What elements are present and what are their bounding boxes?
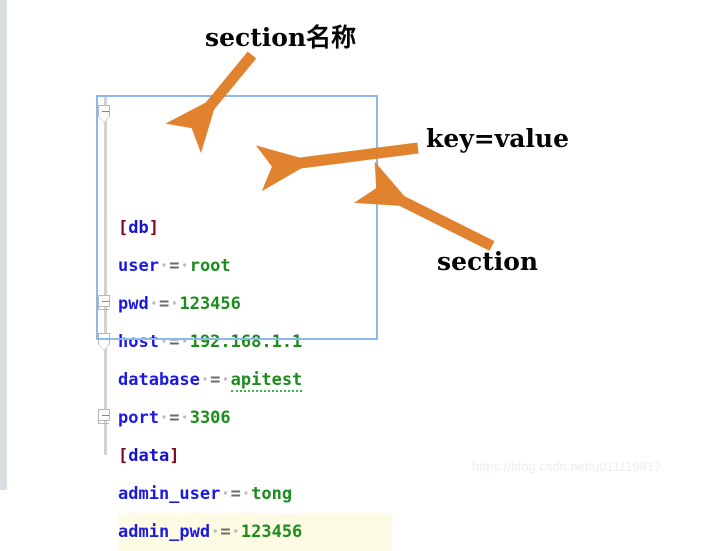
code-line-pair[interactable]: host·=·192.168.1.1 — [118, 323, 392, 361]
config-key: user — [118, 256, 159, 276]
whitespace-dot: · — [179, 256, 190, 276]
whitespace-dot: · — [179, 332, 190, 352]
config-key: host — [118, 332, 159, 352]
fold-collapse-icon[interactable] — [98, 333, 113, 351]
code-line-pair[interactable]: user·=·root — [118, 247, 392, 285]
code-line-section[interactable]: [db] — [118, 209, 392, 247]
config-key: admin_user — [118, 484, 221, 504]
fold-minus-icon — [102, 301, 109, 302]
equals-sign: = — [220, 522, 231, 542]
fold-arrow-icon — [98, 344, 110, 351]
config-key: port — [118, 408, 159, 428]
whitespace-dot: · — [210, 522, 221, 542]
whitespace-dot: · — [230, 522, 241, 542]
whitespace-dot: · — [199, 370, 211, 390]
config-value: root — [189, 256, 231, 276]
code-line-pair[interactable]: admin_pwd·=·123456 — [118, 513, 392, 551]
equals-sign: = — [210, 370, 221, 390]
section-close-bracket: ] — [148, 218, 159, 238]
config-key: database — [118, 370, 200, 390]
fold-end-icon[interactable] — [98, 409, 113, 424]
code-folding-gutter[interactable] — [96, 95, 116, 455]
equals-sign: = — [158, 294, 170, 314]
fold-end-icon[interactable] — [98, 295, 113, 310]
config-value: 123456 — [179, 294, 241, 314]
section-open-bracket: [ — [118, 446, 129, 466]
config-value: 192.168.1.1 — [189, 332, 303, 352]
whitespace-dot: · — [148, 294, 159, 314]
equals-sign: = — [169, 256, 180, 276]
gutter-guide-line — [104, 95, 107, 455]
arrow-to-section — [354, 161, 495, 251]
whitespace-dot: · — [169, 294, 180, 314]
whitespace-dot: · — [179, 408, 190, 428]
config-key: pwd — [118, 294, 149, 314]
fold-collapse-icon[interactable] — [98, 105, 113, 123]
section-close-bracket: ] — [169, 446, 180, 466]
fold-box — [98, 295, 110, 307]
config-value: apitest — [230, 370, 303, 392]
whitespace-dot: · — [220, 370, 231, 390]
fold-minus-icon — [102, 339, 109, 340]
fold-minus-icon — [102, 111, 109, 112]
fold-box — [98, 409, 110, 421]
code-line-section[interactable]: [data] — [118, 437, 392, 475]
code-line-pair[interactable]: database·=·apitest — [118, 361, 392, 399]
fold-arrow-icon — [98, 116, 110, 123]
fold-end-cap — [98, 306, 109, 310]
section-name-text: data — [128, 446, 170, 466]
whitespace-dot: · — [158, 332, 170, 352]
left-edge-strip — [0, 0, 7, 490]
whitespace-dot: · — [240, 484, 252, 504]
equals-sign: = — [169, 332, 180, 352]
fold-minus-icon — [102, 415, 109, 416]
equals-sign: = — [230, 484, 241, 504]
code-line-pair[interactable]: port·=·3306 — [118, 399, 392, 437]
code-line-pair[interactable]: admin_user·=·tong — [118, 475, 392, 513]
whitespace-dot: · — [220, 484, 231, 504]
config-value: 3306 — [189, 408, 231, 428]
annotation-label-section-name: section名称 — [205, 23, 357, 52]
config-key: admin_pwd — [118, 522, 211, 542]
code-line-pair[interactable]: pwd·=·123456 — [118, 285, 392, 323]
whitespace-dot: · — [158, 408, 170, 428]
whitespace-dot: · — [158, 256, 170, 276]
config-value: tong — [251, 484, 293, 504]
watermark: https://blog.csdn.net/u011119817 — [472, 459, 662, 474]
annotation-label-key-value: key=value — [426, 124, 570, 153]
section-name-text: db — [128, 218, 149, 238]
annotation-label-section: section — [437, 247, 539, 276]
fold-end-cap — [98, 420, 109, 424]
config-value: 123456 — [240, 522, 303, 542]
section-open-bracket: [ — [118, 218, 129, 238]
equals-sign: = — [169, 408, 180, 428]
